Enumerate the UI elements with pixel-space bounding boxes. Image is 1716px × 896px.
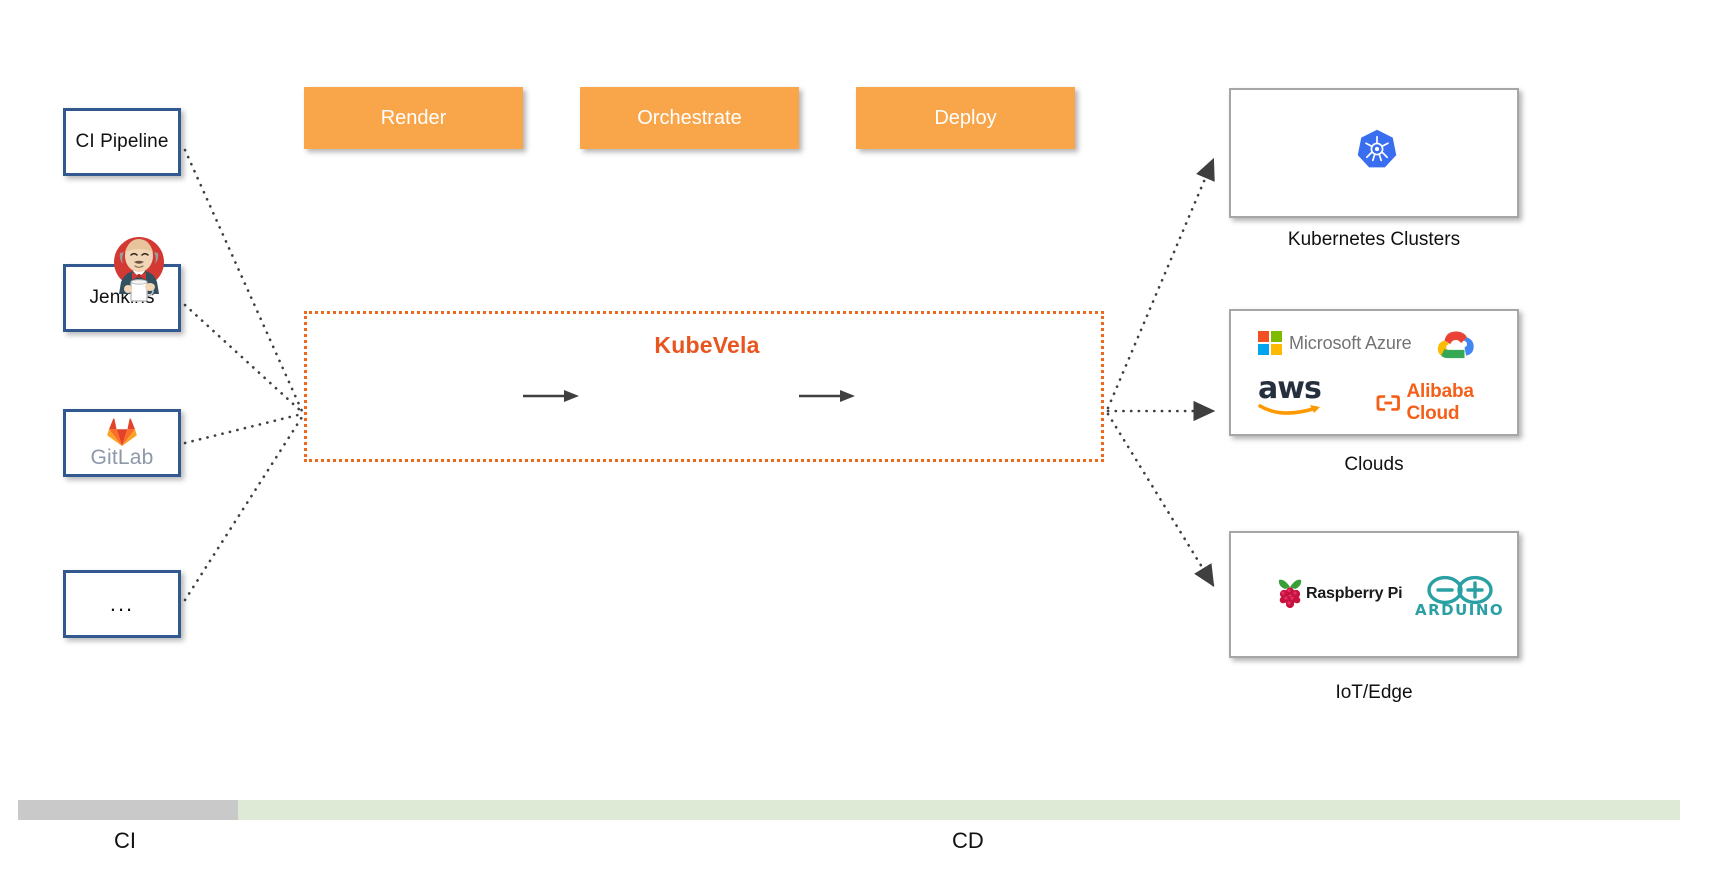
aws-smile-icon [1258, 404, 1320, 415]
arduino-label: ARDUINO [1415, 601, 1505, 619]
source-label-more: ... [109, 591, 135, 616]
phase-label-cd: CD [952, 828, 984, 853]
source-box-more[interactable]: ... [63, 570, 181, 638]
microsoft-azure-label: Microsoft Azure [1289, 332, 1412, 353]
stage-box-render[interactable]: Render [304, 87, 523, 149]
stage-label-orchestrate: Orchestrate [637, 106, 742, 129]
aws-label: aws [1258, 371, 1322, 406]
stage-box-orchestrate[interactable]: Orchestrate [580, 87, 799, 149]
raspberry-pi-label: Raspberry Pi [1306, 585, 1403, 602]
arrow-orchestrate-to-deploy [799, 390, 855, 402]
phase-bar-cd [238, 800, 1680, 820]
target-box-iot-edge[interactable]: Raspberry Pi ARDUINO [1229, 531, 1519, 658]
gitlab-label: GitLab [90, 446, 154, 469]
source-box-jenkins[interactable]: Jenkins [63, 264, 181, 332]
source-label-ci-pipeline: CI Pipeline [75, 131, 169, 152]
gitlab-icon [107, 418, 137, 446]
target-box-kubernetes[interactable] [1229, 88, 1519, 218]
stage-box-deploy[interactable]: Deploy [856, 87, 1075, 149]
phase-bar-ci [18, 800, 238, 820]
arduino-icon [1426, 575, 1493, 605]
alibaba-cloud-label: Alibaba Cloud [1406, 381, 1474, 424]
arrow-render-to-orchestrate [523, 390, 579, 402]
arduino-logo-group: ARDUINO [1415, 575, 1504, 618]
phase-label-ci: CI [114, 828, 136, 853]
alibaba-icon [1376, 395, 1400, 411]
alibaba-cloud-logo-group: Alibaba Cloud [1375, 381, 1517, 425]
microsoft-azure-logo-group: Microsoft Azure [1258, 331, 1412, 355]
aws-logo-group: aws [1258, 371, 1324, 416]
raspberry-pi-logo-group: Raspberry Pi [1275, 577, 1403, 611]
google-cloud-icon [1437, 331, 1474, 359]
target-label-iot-edge: IoT/Edge [1335, 682, 1413, 703]
raspberry-pi-icon [1278, 579, 1302, 609]
target-label-kubernetes: Kubernetes Clusters [1287, 229, 1461, 250]
stage-label-render: Render [380, 106, 447, 129]
source-label-jenkins: Jenkins [89, 287, 155, 308]
stage-label-deploy: Deploy [934, 106, 997, 129]
source-box-gitlab[interactable]: GitLab [63, 409, 181, 477]
target-box-clouds[interactable]: Microsoft Azure aws Alibaba Cloud [1229, 309, 1519, 436]
kubevela-title: KubeVela [654, 332, 760, 358]
gitlab-logo-group: GitLab [90, 418, 153, 468]
source-box-ci-pipeline[interactable]: CI Pipeline [63, 108, 181, 176]
kubevela-container: KubeVela [304, 311, 1104, 462]
target-label-clouds: Clouds [1344, 454, 1404, 475]
kubernetes-icon [1357, 129, 1397, 168]
microsoft-icon [1258, 331, 1282, 355]
